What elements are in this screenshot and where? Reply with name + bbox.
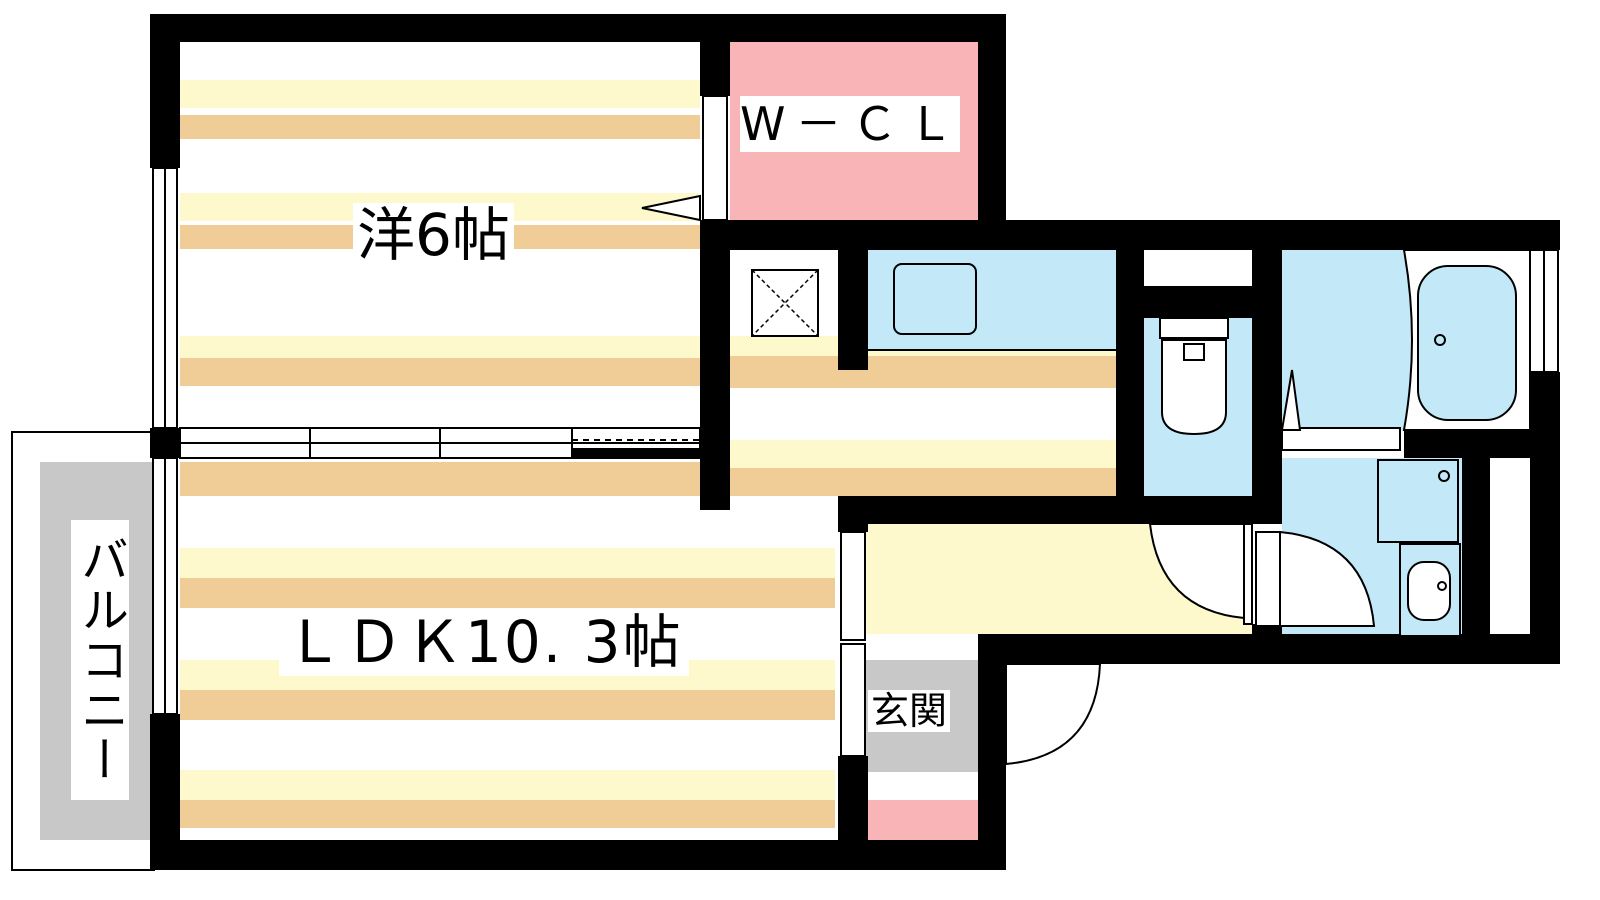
- windows: [152, 95, 1559, 757]
- genkan-floor: [866, 636, 978, 840]
- balcony-label: バルコニー: [71, 520, 129, 800]
- walk-in-closet-label: W－ＣＬ: [740, 96, 964, 152]
- washroom-door-swing: [1255, 530, 1376, 627]
- western-room-label: 洋6帖: [353, 203, 514, 267]
- toilet-door-swing: [1148, 523, 1253, 625]
- sliding-partition: [179, 427, 701, 459]
- entrance-label: 玄関: [868, 690, 951, 732]
- kitchen-sink-icon: [868, 263, 1116, 351]
- closet-door-marker: [641, 194, 701, 222]
- front-door-swing: [1005, 663, 1102, 766]
- ldk-label: ＬＤＫ10. 3帖: [279, 608, 689, 676]
- refrigerator-space-icon: [751, 269, 819, 337]
- washbasin-icon: [1377, 459, 1461, 637]
- toilet-icon: [1159, 317, 1229, 436]
- door-swing-icon: [1280, 369, 1401, 451]
- walls: [150, 14, 1560, 870]
- bathtub-icon: [1402, 249, 1531, 431]
